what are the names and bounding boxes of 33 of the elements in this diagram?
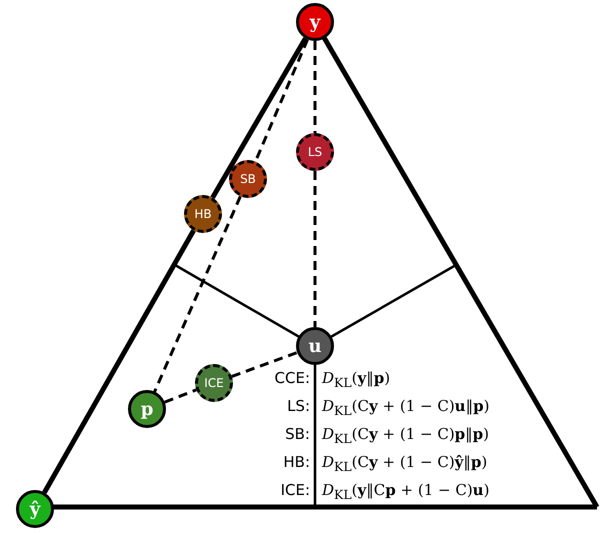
loss-name: SB: [284,424,310,444]
loss-formula: D$_{KL}$(y‖p) [322,368,390,392]
loss-formula: D$_{KL}$(Cy + (1 − C)u‖p) [322,396,490,420]
connector-line [42,229,196,494]
point-circle [296,133,334,171]
dashed-line [314,171,316,327]
method-label: ICE [204,376,224,390]
point-circle [128,390,166,428]
vertex-circle [16,490,54,528]
loss-formula: D$_{KL}$(Cy + (1 − C)p‖p) [322,424,490,448]
vertex-circle [296,3,334,41]
connector-line [210,37,308,199]
loss-name: LS: [286,396,310,416]
loss-name: CCE: [274,368,310,388]
vertex-symbol: y [310,12,320,32]
loss-formula: D$_{KL}$(Cy + (1 − C)ŷ‖p) [322,452,488,476]
dashed-line [153,196,242,392]
point-circle [195,364,233,402]
center-circle [296,327,334,365]
point-circle [184,195,222,233]
method-label: LS [308,145,322,159]
vertex-symbol: ŷ [30,498,40,520]
loss-formula: D$_{KL}$(y‖Cp + (1 − C)u) [322,480,490,504]
vertex-symbol: u [308,336,322,356]
dashed-line [231,351,298,378]
dashed-line [164,388,197,404]
method-label: HB [194,207,212,221]
loss-name: HB: [282,452,310,472]
vertex-symbol: p [140,398,154,420]
point-circle [229,160,267,198]
dashed-line [314,41,316,133]
loss-name: ICE: [280,480,310,500]
method-label: SB [240,172,256,186]
